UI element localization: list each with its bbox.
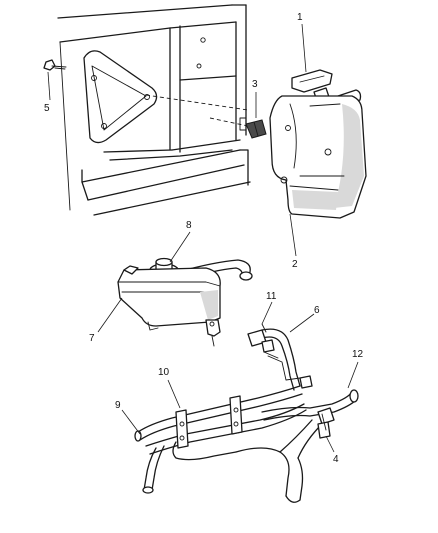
callout-3: 3 <box>252 79 258 90</box>
callout-5: 5 <box>44 103 50 114</box>
callout-7: 7 <box>89 333 95 344</box>
callout-1: 1 <box>297 12 303 23</box>
bolt <box>43 59 67 71</box>
alignment-line-2 <box>209 117 249 127</box>
tube-bundle <box>134 385 307 494</box>
alignment-line <box>145 94 249 111</box>
reservoir-upper <box>269 69 367 219</box>
callout-9: 9 <box>115 400 121 411</box>
leader-lines <box>47 23 359 453</box>
callout-2: 2 <box>292 259 298 270</box>
coolant-bottle <box>117 257 253 347</box>
bracket-clip <box>245 119 267 139</box>
body-panel <box>57 4 251 216</box>
callout-11: 11 <box>266 291 277 302</box>
y-hose <box>235 389 359 503</box>
callout-6: 6 <box>314 305 320 316</box>
callout-8: 8 <box>186 220 192 231</box>
mounting-plate <box>83 50 158 144</box>
callout-4: 4 <box>333 454 339 465</box>
callout-12: 12 <box>352 349 364 360</box>
callout-10: 10 <box>158 367 170 378</box>
upper-hose <box>247 323 313 391</box>
